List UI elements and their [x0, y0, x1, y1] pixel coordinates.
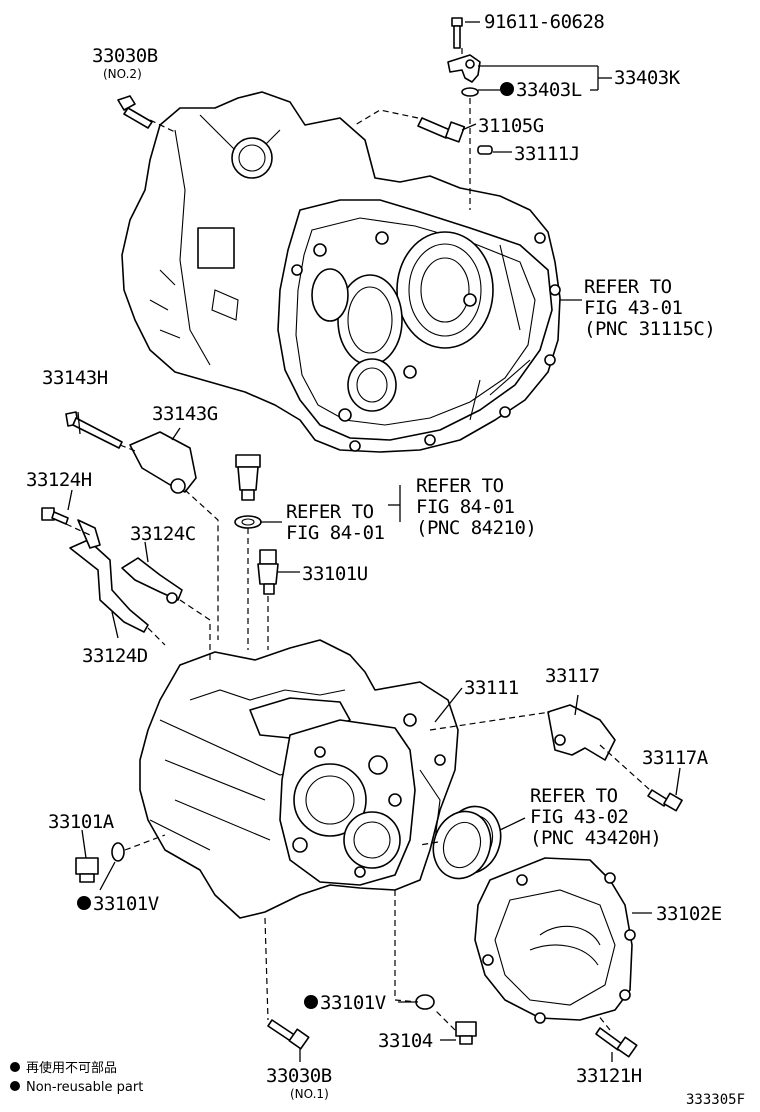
legend-bullet: [10, 1062, 20, 1072]
ref-84-01-line2: FIG 84-01: [286, 522, 385, 544]
washer-33101V-bottom: [415, 994, 435, 1010]
bolt-31105G: [417, 117, 466, 143]
legend-bullet: [10, 1081, 20, 1091]
bolt-91611: [451, 17, 463, 49]
ref-43-02-line1: REFER TO: [530, 785, 618, 807]
lever-33403K: [447, 54, 481, 83]
bracket-33143G: [129, 431, 197, 494]
figure-code: 333305F: [686, 1092, 745, 1108]
legend: 再使用不可部品 Non-reusable part: [10, 1060, 143, 1095]
label-33030B-no1: 33030B: [266, 1065, 332, 1087]
legend-jp: 再使用不可部品: [26, 1060, 117, 1076]
label-33111J: 33111J: [514, 143, 580, 165]
ref-84-01-pnc-line2: FIG 84-01: [416, 496, 515, 518]
ref-43-01-line3: (PNC 31115C): [584, 318, 715, 340]
ref-43-02-line2: FIG 43-02: [530, 806, 628, 828]
label-33117: 33117: [545, 665, 600, 687]
label-33121H: 33121H: [576, 1065, 642, 1087]
ref-84-01-line1: REFER TO: [286, 501, 374, 523]
label-33124D: 33124D: [82, 645, 148, 667]
non-reusable-marker: [77, 896, 91, 910]
label-33111: 33111: [464, 677, 519, 699]
plug-33104: [455, 1021, 477, 1045]
transaxle-case: [139, 639, 459, 919]
oil-seal: [432, 805, 502, 880]
bolt-33030B-top: [117, 95, 153, 129]
bolt-33117A: [647, 789, 683, 812]
assembly-lines: [65, 48, 651, 1031]
bracket-33117: [547, 704, 616, 761]
ref-43-01-line1: REFER TO: [584, 276, 672, 298]
ref-84-01-pnc-line1: REFER TO: [416, 475, 504, 497]
non-reusable-marker: [304, 995, 318, 1009]
ref-43-02-line3: (PNC 43420H): [530, 827, 661, 849]
plug-33101A: [75, 857, 99, 883]
label-33101V-bottom: 33101V: [320, 992, 386, 1014]
label-33104: 33104: [378, 1030, 433, 1052]
label-33117A: 33117A: [642, 747, 709, 769]
bolt-33124H: [41, 507, 69, 525]
pin-33111J: [477, 145, 493, 155]
case-cover: [474, 857, 636, 1024]
label-33124C: 33124C: [130, 523, 196, 545]
label-33030B-no1-note: (NO.1): [290, 1087, 329, 1101]
label-33030B-no2: 33030B: [92, 45, 158, 67]
label-33124H: 33124H: [26, 469, 92, 491]
washer-33101V-left: [111, 842, 125, 862]
label-33101V-left: 33101V: [93, 893, 159, 915]
leader-lines: [67, 21, 681, 1062]
label-33403L: 33403L: [516, 79, 582, 101]
ref-84-01-pnc-line3: (PNC 84210): [416, 517, 536, 539]
washer-33403L: [461, 87, 479, 97]
label-31105G: 31105G: [478, 115, 544, 137]
label-33143H: 33143H: [42, 367, 108, 389]
bolt-33121H: [595, 1027, 638, 1058]
label-33030B-no2-note: (NO.2): [103, 67, 142, 81]
gasket: [234, 515, 262, 529]
label-33101A: 33101A: [48, 811, 115, 833]
bracket-33124C: [121, 557, 183, 604]
label-91611-60628: 91611-60628: [484, 11, 604, 33]
label-33403K: 33403K: [614, 67, 681, 89]
sensor: [235, 454, 261, 501]
label-33102E: 33102E: [656, 903, 722, 925]
legend-en: Non-reusable part: [26, 1080, 143, 1095]
bolt-33030B-bottom: [267, 1019, 310, 1050]
label-33101U: 33101U: [302, 563, 368, 585]
ref-43-01-line2: FIG 43-01: [584, 297, 683, 319]
bolt-33143H: [65, 411, 123, 449]
transaxle-housing: [121, 91, 561, 453]
non-reusable-marker: [500, 82, 514, 96]
switch-33101U: [257, 549, 279, 595]
label-33143G: 33143G: [152, 403, 218, 425]
